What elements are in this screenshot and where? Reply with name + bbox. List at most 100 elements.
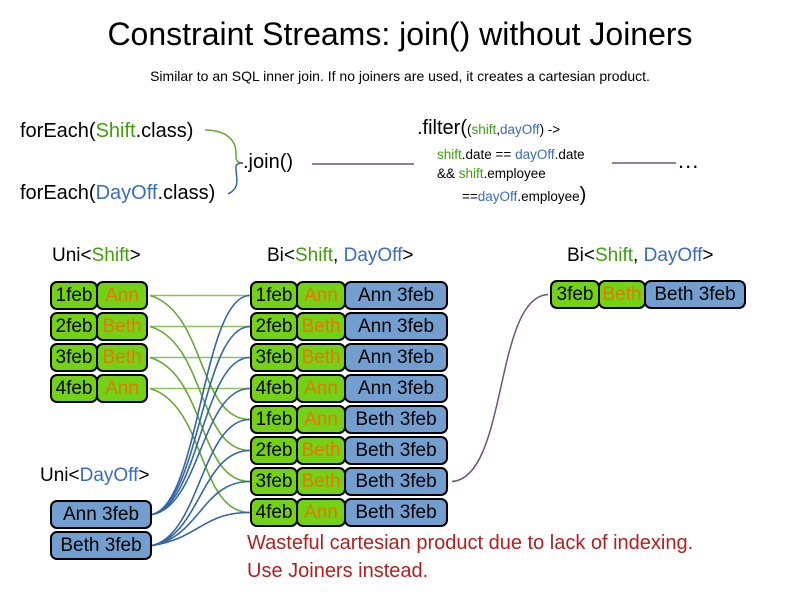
- code-text: forEach(: [20, 182, 96, 204]
- dayoff-ann-to-joined2-line: [151, 325, 251, 516]
- shift-date-cell: 2feb: [50, 312, 98, 341]
- warning-note-line2: Use Joiners instead.: [247, 560, 429, 582]
- code-text: .date ==: [461, 147, 516, 162]
- dayoff-type-token: DayOff: [643, 245, 703, 266]
- shift-date-cell: 3feb: [250, 467, 298, 496]
- dayoff-ann-to-joined3-line: [151, 356, 251, 516]
- shift-date-cell: 4feb: [250, 498, 298, 527]
- label-text: >: [129, 245, 141, 266]
- shift-employee-cell: Beth: [296, 436, 346, 465]
- shift3-to-joined7-line: [149, 356, 251, 483]
- dayoff-cell: Beth 3feb: [344, 498, 448, 527]
- shift-employee-cell: Ann: [296, 498, 346, 527]
- label-uni-dayoff: Uni<DayOff>: [40, 465, 150, 487]
- code-text: ) ->: [539, 122, 561, 137]
- label-text: Uni<: [40, 465, 80, 486]
- brace-shift-to-join-line: [204, 129, 244, 164]
- shift-employee-cell: Ann: [96, 281, 148, 310]
- shift-date-cell: 1feb: [250, 281, 298, 310]
- shift-date-cell: 4feb: [250, 374, 298, 403]
- code-text: .employee: [517, 189, 580, 204]
- shift-employee-cell: Beth: [296, 343, 346, 372]
- shift-employee-cell: Ann: [296, 374, 346, 403]
- shift-date-cell: 3feb: [250, 343, 298, 372]
- shift-date-cell: 4feb: [50, 374, 98, 403]
- shift-arg-token: shift: [471, 122, 497, 137]
- filter-fn-token: .filter(: [417, 117, 467, 139]
- dayoff-cell: Beth 3feb: [50, 531, 152, 560]
- shift-date-cell: 3feb: [50, 343, 98, 372]
- shift-class-token: Shift: [95, 120, 136, 142]
- dayoff-cell: Ann 3feb: [344, 312, 448, 341]
- dayoff-cell: Ann 3feb: [50, 500, 152, 529]
- code-filter-line1: .filter((shift, dayOff) ->: [417, 117, 560, 140]
- dayoff-cell: Ann 3feb: [344, 281, 448, 310]
- dayoff-arg-token: dayOff: [477, 189, 518, 204]
- dayoff-class-token: DayOff: [95, 182, 158, 204]
- shift-employee-cell: Ann: [296, 405, 346, 434]
- label-text: Uni<: [52, 245, 92, 266]
- dayoff-arg-token: dayOff: [500, 122, 540, 137]
- shift-date-cell: 3feb: [550, 280, 600, 309]
- filter-close-paren: ): [579, 184, 587, 206]
- label-text: ,: [633, 245, 644, 266]
- shift4-to-joined8-line: [149, 387, 251, 514]
- dayoff-arg-token: dayOff: [515, 147, 555, 162]
- dayoff-row-1: Ann 3feb: [50, 500, 152, 529]
- dayoff-cell: Beth 3feb: [344, 405, 448, 434]
- shift-employee-cell: Beth: [296, 467, 346, 496]
- code-foreach-dayoff: forEach(DayOff.class): [20, 182, 215, 205]
- shift1-to-joined5-line: [149, 294, 251, 421]
- label-bi-shift-dayoff-mid: Bi<Shift, DayOff>: [267, 245, 413, 267]
- label-bi-shift-dayoff-right: Bi<Shift, DayOff>: [567, 245, 713, 267]
- continuation-ellipsis: ...: [678, 148, 700, 173]
- code-text: (: [467, 122, 472, 137]
- dayoff-cell: Beth 3feb: [344, 436, 448, 465]
- label-text: >: [402, 245, 414, 266]
- brace-dayoff-to-join-line: [227, 162, 244, 195]
- code-text: .class): [157, 182, 216, 204]
- label-text: >: [138, 465, 150, 486]
- shift-date-cell: 1feb: [250, 405, 298, 434]
- code-text: .date: [554, 147, 585, 162]
- page-subtitle: Similar to an SQL inner join. If no join…: [150, 68, 650, 84]
- label-uni-shift: Uni<Shift>: [52, 245, 141, 267]
- shift-type-token: Shift: [595, 245, 634, 266]
- code-text: &&: [437, 166, 459, 181]
- code-join: .join(): [243, 151, 294, 173]
- warning-note-line1: Wasteful cartesian product due to lack o…: [247, 532, 694, 554]
- code-text: ,: [496, 122, 501, 137]
- code-text: forEach(: [20, 120, 96, 142]
- shift-date-cell: 2feb: [250, 436, 298, 465]
- dayoff-beth-to-joined6-line: [151, 449, 251, 547]
- shift2-to-joined6-line: [149, 325, 251, 452]
- code-filter-line3: && shift.employee: [437, 166, 546, 181]
- code-foreach-shift: forEach(Shift.class): [20, 120, 193, 143]
- code-text: ==: [462, 189, 478, 204]
- shift-employee-cell: Beth: [598, 280, 646, 309]
- label-text: >: [702, 245, 714, 266]
- dayoff-beth-to-joined7-line: [151, 480, 251, 547]
- joined7-to-result-line: [451, 293, 549, 483]
- code-filter-line4: == dayOff.employee): [462, 184, 586, 207]
- dayoff-ann-to-joined4-line: [151, 387, 251, 516]
- dayoff-cell: Ann 3feb: [344, 374, 448, 403]
- shift-arg-token: shift: [458, 166, 484, 181]
- dayoff-type-token: DayOff: [79, 465, 139, 486]
- shift-date-cell: 1feb: [50, 281, 98, 310]
- shift-arg-token: shift: [437, 147, 462, 162]
- shift-date-cell: 2feb: [250, 312, 298, 341]
- shift-employee-cell: Beth: [296, 312, 346, 341]
